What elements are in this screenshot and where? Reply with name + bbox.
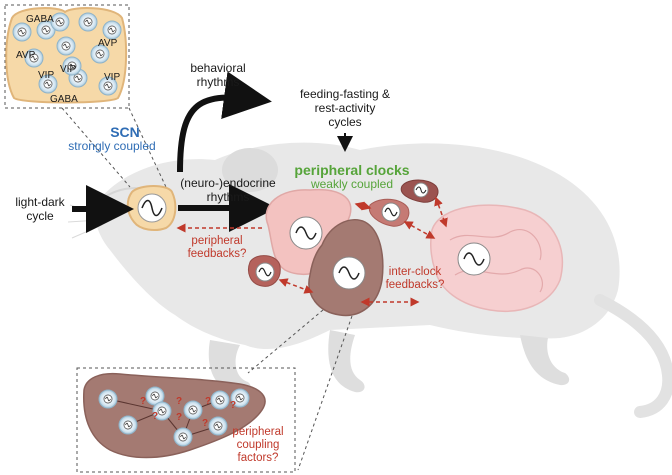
scn-inset-frame: [4, 4, 130, 109]
label-gaba-bottom: GABA: [50, 94, 78, 105]
label-vip-right: VIP: [104, 72, 121, 83]
label-avp-left: AVP: [16, 50, 36, 61]
coupling-question-mark: ?: [205, 396, 211, 407]
scn-neuron: [36, 20, 56, 40]
label-avp-right: AVP: [98, 38, 118, 49]
coupling-question-mark: ?: [176, 412, 182, 423]
scn-neuron: [56, 36, 76, 56]
scn-neuron: [38, 74, 58, 94]
label-vip-center: VIP: [60, 64, 77, 75]
interclock-arrows: [278, 196, 448, 307]
hepatocyte-clock: [98, 389, 118, 409]
label-gaba-top: GABA: [26, 14, 54, 25]
hepatocyte-clock: [173, 427, 193, 447]
behavioral-arrow: [177, 71, 272, 173]
coupling-question-mark: ?: [202, 418, 208, 429]
peripheral-feedback-label: peripheral feedbacks?: [187, 235, 247, 261]
peripheral-title: peripheral clocks: [294, 162, 410, 178]
scn-neuron: [102, 20, 122, 40]
label-vip-left: VIP: [38, 70, 55, 81]
coupling-question-mark: ?: [152, 411, 158, 422]
coupling-factors-label: peripheral coupling factors?: [232, 426, 284, 465]
behavioral-label: behavioral rhythms: [190, 61, 246, 89]
liver-inset-frame: [76, 367, 296, 473]
scn-neuron: [62, 56, 82, 76]
hepatocyte-clock: [230, 388, 250, 408]
coupling-question-mark: ?: [176, 396, 182, 407]
interclock-feedback-label: inter-clock feedbacks?: [385, 266, 445, 292]
scn-title: SCN: [110, 124, 140, 140]
light-dark-label: light-dark cycle: [15, 195, 65, 223]
scn-neuron: [78, 12, 98, 32]
hepatocyte-clock: [152, 401, 172, 421]
coupling-question-mark: ?: [140, 396, 146, 407]
scn-neuron: [24, 48, 44, 68]
peripheral-subtitle: weakly coupled: [310, 177, 394, 191]
scn-neuron: [90, 44, 110, 64]
scn-subtitle: strongly coupled: [68, 139, 156, 153]
hepatocyte-clock: [118, 415, 138, 435]
hepatocyte-clock: [208, 416, 228, 436]
hepatocyte-clock: [210, 390, 230, 410]
scn-neuron: [98, 76, 118, 96]
scn-neuron: [50, 12, 70, 32]
endocrine-label: (neuro-)endocrine rhythms: [180, 176, 276, 204]
scn-neuron: [12, 22, 32, 42]
feeding-label: feeding-fasting & rest-activity cycles: [299, 87, 391, 129]
oscillation-icon: [141, 199, 163, 217]
hepatocyte-clock: [183, 400, 203, 420]
coupling-question-mark: ?: [230, 400, 236, 411]
